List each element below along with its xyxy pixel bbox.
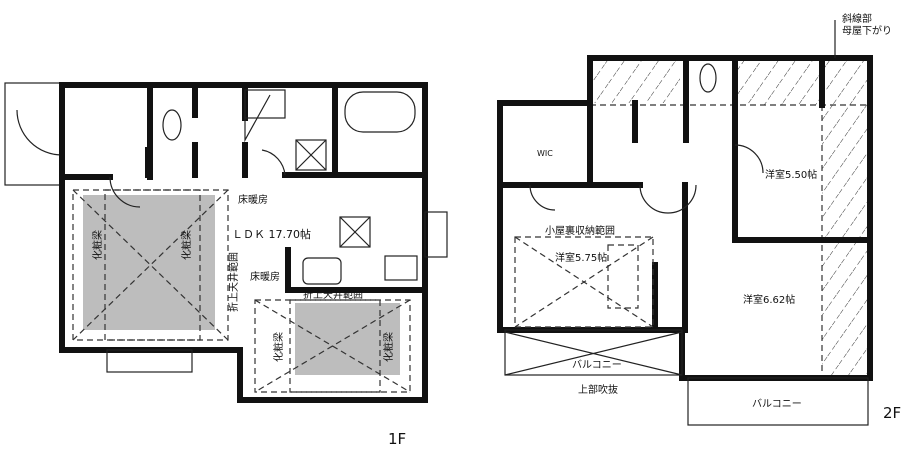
coffered-ceiling-area-living [83,195,215,330]
attic-storage-area [514,236,654,328]
attic-storage-label: 小屋裏収納範囲 [545,224,615,237]
bay-window [106,349,193,373]
hatched-area [735,58,870,105]
room-label-550: 洋室5.50帖 [765,168,817,181]
fridge-icon [339,216,371,248]
floor-heating-label: 床暖房 [238,193,268,206]
floor-heating-label: 床暖房 [250,270,280,283]
floor-label-1f: 1F [388,430,406,448]
bathtub-icon [344,91,416,133]
room-label-ldk: ＬＤＫ 17.70帖 [232,228,311,241]
room-label-662: 洋室6.62帖 [743,293,795,306]
beam-label: 化粧梁 [272,332,285,362]
stairs [244,90,271,143]
door-swing [529,184,556,211]
coffered-ceiling-area-dining [295,303,400,375]
beam-label: 化粧梁 [382,332,395,362]
floor-label-2f: 2F [883,404,901,422]
beam-label: 化粧梁 [91,230,104,260]
entrance-door [16,109,63,156]
floor-1-plan: ＬＤＫ 17.70帖 床暖房 床暖房 折上天井範囲 折上天井範囲 化粧梁 化粧梁… [4,82,448,448]
floor-1-outer-wall [59,82,428,403]
balcony-left [504,329,683,376]
balcony-label: バルコニー [572,359,622,371]
void-above-label: 上部吹抜 [578,383,618,396]
door-swing [109,176,141,208]
window [424,211,448,258]
room-label-wic: WIC [537,149,553,158]
balcony-label: バルコニー [752,398,802,410]
entrance-porch [4,82,63,186]
door-swing [734,144,764,174]
toilet-icon [162,109,182,141]
sink-icon [302,257,342,285]
door-swing [639,184,697,214]
hatch-note: 斜線部 [842,12,872,25]
door-swing [261,149,286,176]
stove-icon [384,255,418,281]
room-label-575: 洋室5.75帖 [555,251,607,264]
coffered-ceiling-label: 折上天井範囲 [227,252,240,312]
coffered-ceiling-label: 折上天井範囲 [303,288,363,301]
floor-2-plan: 斜線部 母屋下がり WIC 洋室5.50帖 小屋裏収納範囲 洋室5.75帖 洋室… [497,12,901,426]
beam-label: 化粧梁 [180,230,193,260]
hatch-note: 母屋下がり [842,24,892,37]
toilet-icon [699,63,717,93]
balcony-right [687,377,869,426]
washing-machine-icon [295,139,327,171]
